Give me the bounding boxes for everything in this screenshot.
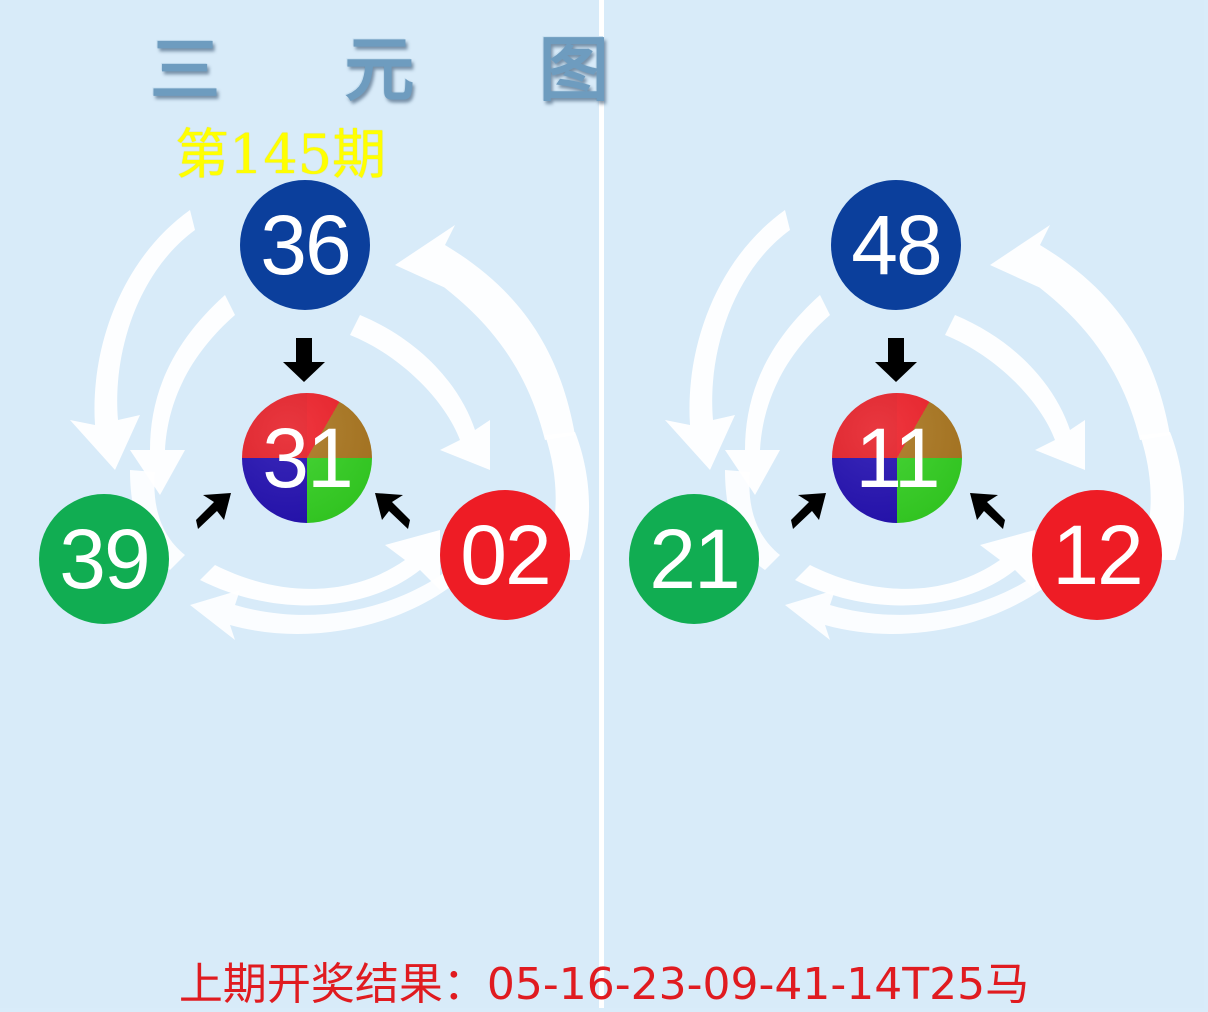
ball-top-number: 36 [260,197,351,292]
ball-center: 31 [242,393,372,523]
ball-left: 39 [39,494,169,624]
ball-center-number: 31 [262,410,353,505]
ball-right: 12 [1032,490,1162,620]
ball-left-number: 21 [649,511,740,606]
ball-right-number: 02 [460,507,551,602]
ball-center-number: 11 [855,410,940,505]
previous-result-text: 上期开奖结果：05-16-23-09-41-14T25马 [178,959,1030,1010]
ball-right-number: 12 [1052,507,1143,602]
panel-divider [599,0,604,1008]
previous-result: 上期开奖结果：05-16-23-09-41-14T25马 [0,948,1208,1012]
ball-center: 11 [832,393,962,523]
diagram-right: 48 11 21 12 [595,150,1195,670]
ball-top: 48 [831,180,961,310]
cycle-arrows-right [665,210,1185,640]
ball-right: 02 [440,490,570,620]
diagram-left: 36 31 39 02 [0,150,600,670]
issue-number: 第145期 [175,123,387,186]
page-title: 三 元 图 [150,28,659,111]
ball-top-number: 48 [851,197,942,292]
ball-left-number: 39 [59,511,150,606]
ball-left: 21 [629,494,759,624]
cycle-arrows-left [70,210,590,640]
ball-top: 36 [240,180,370,310]
